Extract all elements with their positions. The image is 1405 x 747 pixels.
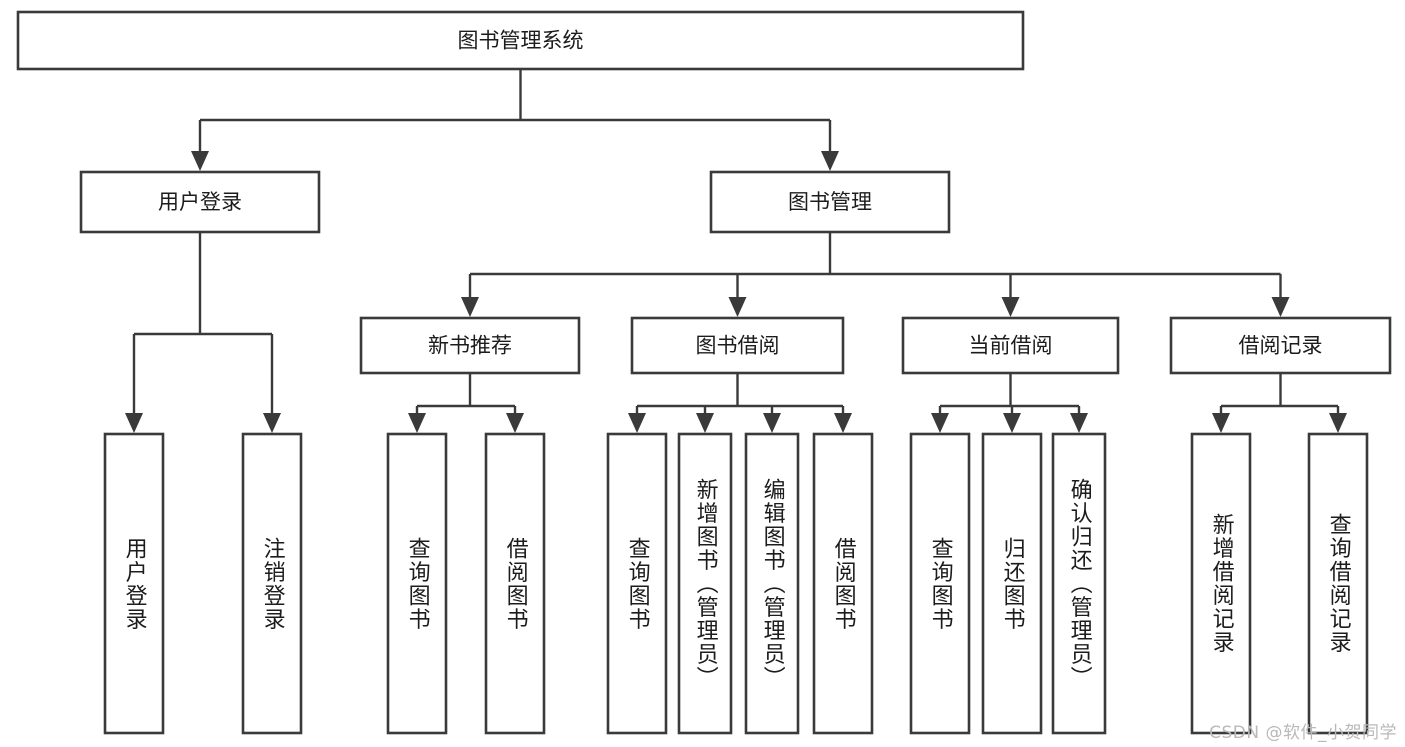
node-label-borrow-record: 借阅记录 bbox=[1239, 334, 1323, 358]
watermark-credit: CSDN @软件_小贺同学 bbox=[1209, 723, 1397, 743]
connector-arrow-icon bbox=[461, 297, 479, 317]
node-box-leaf-add-book[interactable] bbox=[677, 432, 733, 735]
connector-arrow-icon bbox=[628, 413, 646, 433]
connector-arrow-icon bbox=[1271, 297, 1290, 317]
connector-arrow-icon bbox=[834, 413, 852, 433]
node-box-leaf-confirm-return[interactable] bbox=[1051, 432, 1107, 735]
connector-arrow-icon bbox=[1001, 297, 1020, 317]
node-box-leaf-query-record[interactable] bbox=[1307, 432, 1369, 735]
connector-arrow-icon bbox=[191, 151, 209, 171]
node-box-leaf-query-book-3[interactable] bbox=[909, 432, 971, 735]
connector-arrow-icon bbox=[125, 413, 143, 433]
connector-layer bbox=[125, 69, 1347, 433]
node-label-current-borrow: 当前借阅 bbox=[969, 334, 1053, 358]
node-box-leaf-borrow-book-1[interactable] bbox=[484, 432, 546, 735]
connector-arrow-icon bbox=[696, 413, 714, 433]
connector-arrow-icon bbox=[821, 151, 839, 171]
node-box-user-login[interactable] bbox=[79, 170, 321, 234]
connector-arrow-icon bbox=[931, 413, 949, 433]
node-box-leaf-user-login[interactable] bbox=[103, 432, 165, 735]
node-box-leaf-edit-book[interactable] bbox=[744, 432, 800, 735]
node-box-borrow-record[interactable] bbox=[1169, 316, 1392, 375]
node-label-user-login: 用户登录 bbox=[158, 190, 242, 214]
node-box-leaf-return-book[interactable] bbox=[981, 432, 1043, 735]
node-label-new-book-rec: 新书推荐 bbox=[428, 334, 512, 358]
node-box-leaf-query-book-1[interactable] bbox=[386, 432, 448, 735]
node-box-leaf-query-book-2[interactable] bbox=[606, 432, 668, 735]
connector-arrow-icon bbox=[1212, 413, 1230, 433]
connector-arrow-icon bbox=[408, 413, 426, 433]
node-box-layer bbox=[16, 10, 1392, 735]
node-box-leaf-logout[interactable] bbox=[241, 432, 303, 735]
connector-arrow-icon bbox=[763, 413, 781, 433]
node-box-root[interactable] bbox=[16, 10, 1025, 71]
connector-arrow-icon bbox=[728, 297, 747, 317]
node-box-new-book-rec[interactable] bbox=[359, 316, 581, 375]
connector-arrow-icon bbox=[263, 413, 281, 433]
node-box-leaf-add-record[interactable] bbox=[1190, 432, 1252, 735]
node-box-current-borrow[interactable] bbox=[901, 316, 1120, 375]
node-label-book-borrow: 图书借阅 bbox=[696, 334, 780, 358]
node-box-leaf-borrow-book-2[interactable] bbox=[812, 432, 874, 735]
node-box-book-borrow[interactable] bbox=[630, 316, 845, 375]
node-label-book-manage: 图书管理 bbox=[788, 190, 872, 214]
connector-arrow-icon bbox=[1329, 413, 1347, 433]
connector-arrow-icon bbox=[1003, 413, 1021, 433]
connector-arrow-icon bbox=[1070, 413, 1088, 433]
node-box-book-manage[interactable] bbox=[709, 170, 951, 234]
node-label-root: 图书管理系统 bbox=[458, 29, 584, 53]
connector-arrow-icon bbox=[506, 413, 524, 433]
